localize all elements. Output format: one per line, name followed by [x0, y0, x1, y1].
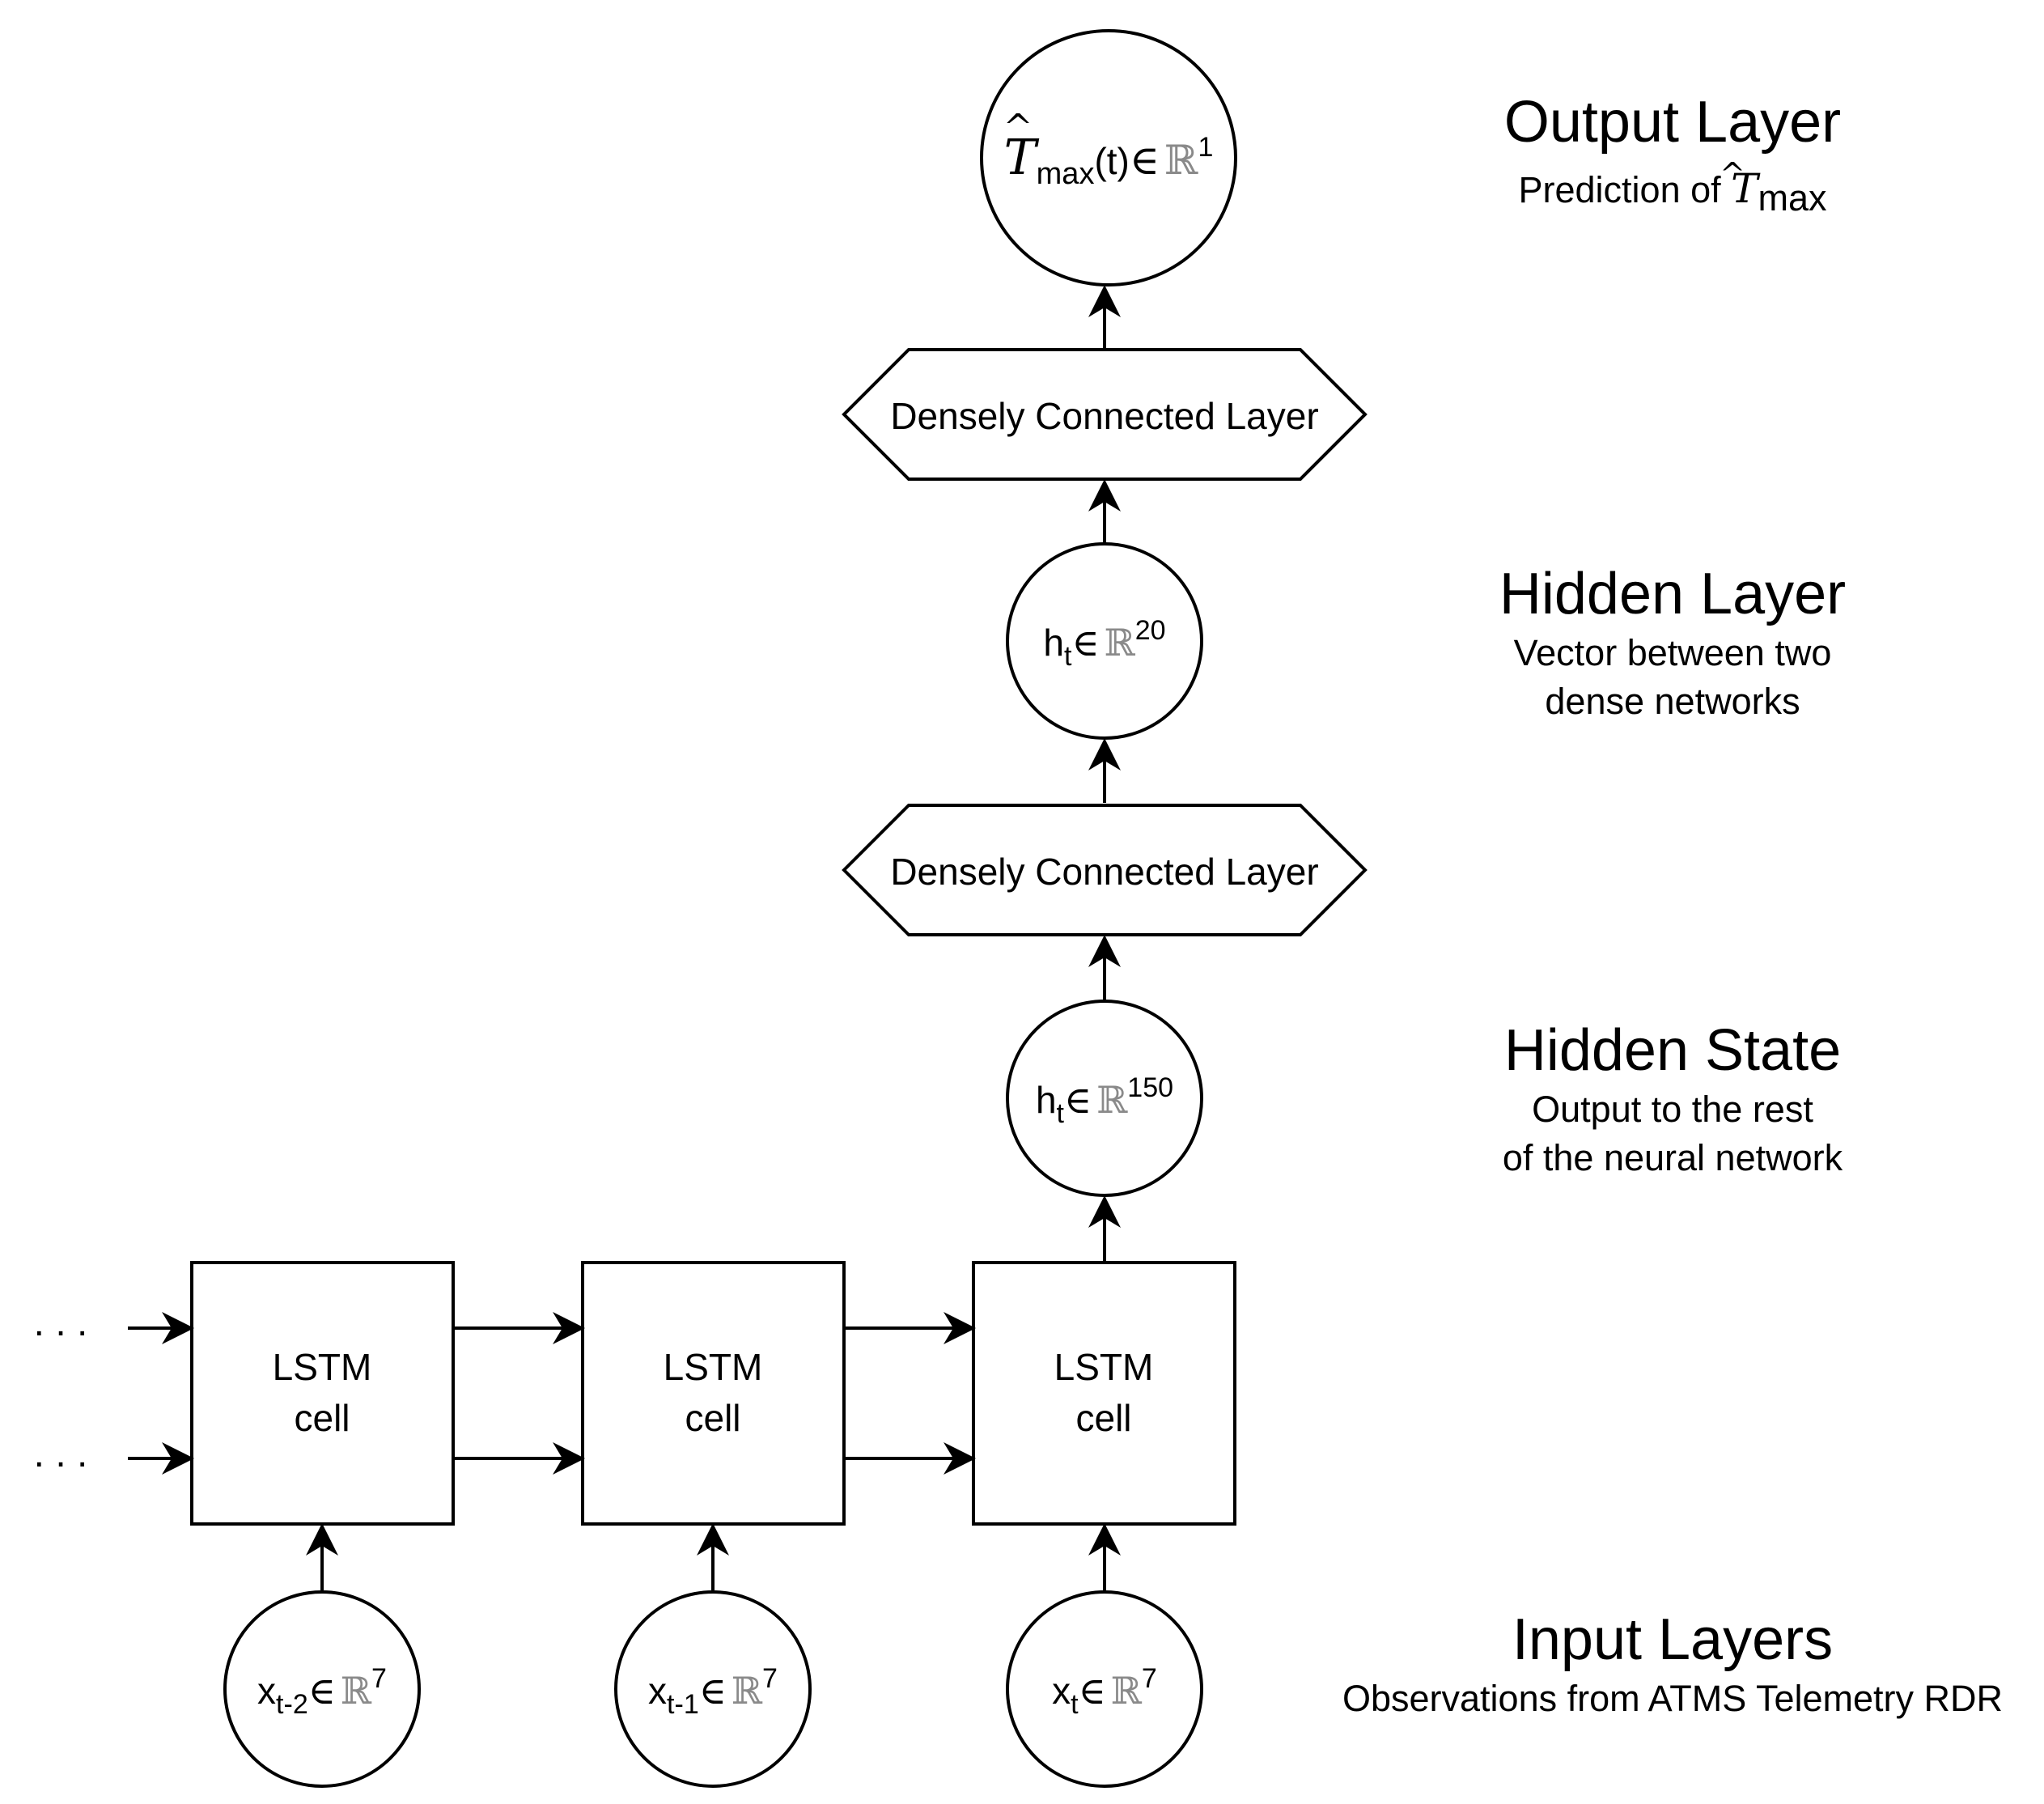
lstm-cell-3-line2: cell	[1075, 1397, 1131, 1439]
output-node: Tmax(t)∈ℝ1 ^	[980, 29, 1237, 287]
ellipsis-top: . . .	[34, 1301, 88, 1344]
hidden-state-node-label: ht∈ℝ150	[1036, 1072, 1173, 1129]
lstm-cell-2-line2: cell	[685, 1397, 740, 1439]
hidden-layer-line2: dense networks	[1545, 681, 1800, 722]
input-node-1: xt-2∈ℝ7	[223, 1590, 421, 1788]
output-layer-title: Output Layer	[1504, 90, 1841, 155]
hidden-state-line1: Output to the rest	[1532, 1089, 1813, 1130]
output-node-label: Tmax(t)∈ℝ1	[1004, 129, 1214, 191]
output-layer-subtitle: Prediction of Tmax	[1518, 165, 1827, 219]
lstm-cell-3-line1: LSTM	[1054, 1346, 1154, 1388]
label-hidden-layer: Hidden Layer Vector between two dense ne…	[1499, 562, 1846, 722]
input-node-3: xt∈ℝ7	[1006, 1590, 1203, 1788]
dense-layer-top: Densely Connected Layer	[842, 348, 1368, 481]
hidden-state-line2: of the neural network	[1503, 1137, 1843, 1178]
input-node-3-label: xt∈ℝ7	[1052, 1663, 1157, 1720]
lstm-cell-1: LSTM cell	[190, 1261, 455, 1526]
lstm-cell-2-line1: LSTM	[664, 1346, 763, 1388]
dense-layer-top-label: Densely Connected Layer	[890, 395, 1318, 437]
output-layer-subtitle-hat: ^	[1720, 156, 1745, 192]
label-input-layers: Input Layers Observations from ATMS Tele…	[1342, 1607, 2003, 1719]
lstm-cell-1-line2: cell	[294, 1397, 350, 1439]
hidden-layer-line1: Vector between two	[1514, 632, 1832, 673]
hidden-state-node: ht∈ℝ150	[1006, 1000, 1203, 1197]
input-node-1-label: xt-2∈ℝ7	[257, 1663, 387, 1720]
hidden-layer-node-label: ht∈ℝ20	[1043, 615, 1165, 672]
input-node-2-label: xt-1∈ℝ7	[648, 1663, 778, 1720]
lstm-cell-1-line1: LSTM	[273, 1346, 372, 1388]
label-hidden-state: Hidden State Output to the rest of the n…	[1503, 1018, 1843, 1178]
lstm-cell-2: LSTM cell	[581, 1261, 846, 1526]
dense-layer-bottom-label: Densely Connected Layer	[890, 851, 1318, 893]
ellipsis-bottom: . . .	[34, 1433, 88, 1475]
input-node-2: xt-1∈ℝ7	[614, 1590, 812, 1788]
input-layers-line1: Observations from ATMS Telemetry RDR	[1342, 1678, 2003, 1719]
hidden-layer-node: ht∈ℝ20	[1006, 542, 1203, 740]
output-node-hat: ^	[1003, 107, 1033, 148]
label-output-layer: Output Layer Prediction of Tmax ^	[1504, 90, 1841, 219]
hidden-layer-title: Hidden Layer	[1499, 562, 1846, 626]
dense-layer-bottom: Densely Connected Layer	[842, 804, 1368, 936]
hidden-state-title: Hidden State	[1504, 1018, 1841, 1083]
input-layers-title: Input Layers	[1512, 1607, 1833, 1672]
lstm-cell-3: LSTM cell	[972, 1261, 1236, 1526]
